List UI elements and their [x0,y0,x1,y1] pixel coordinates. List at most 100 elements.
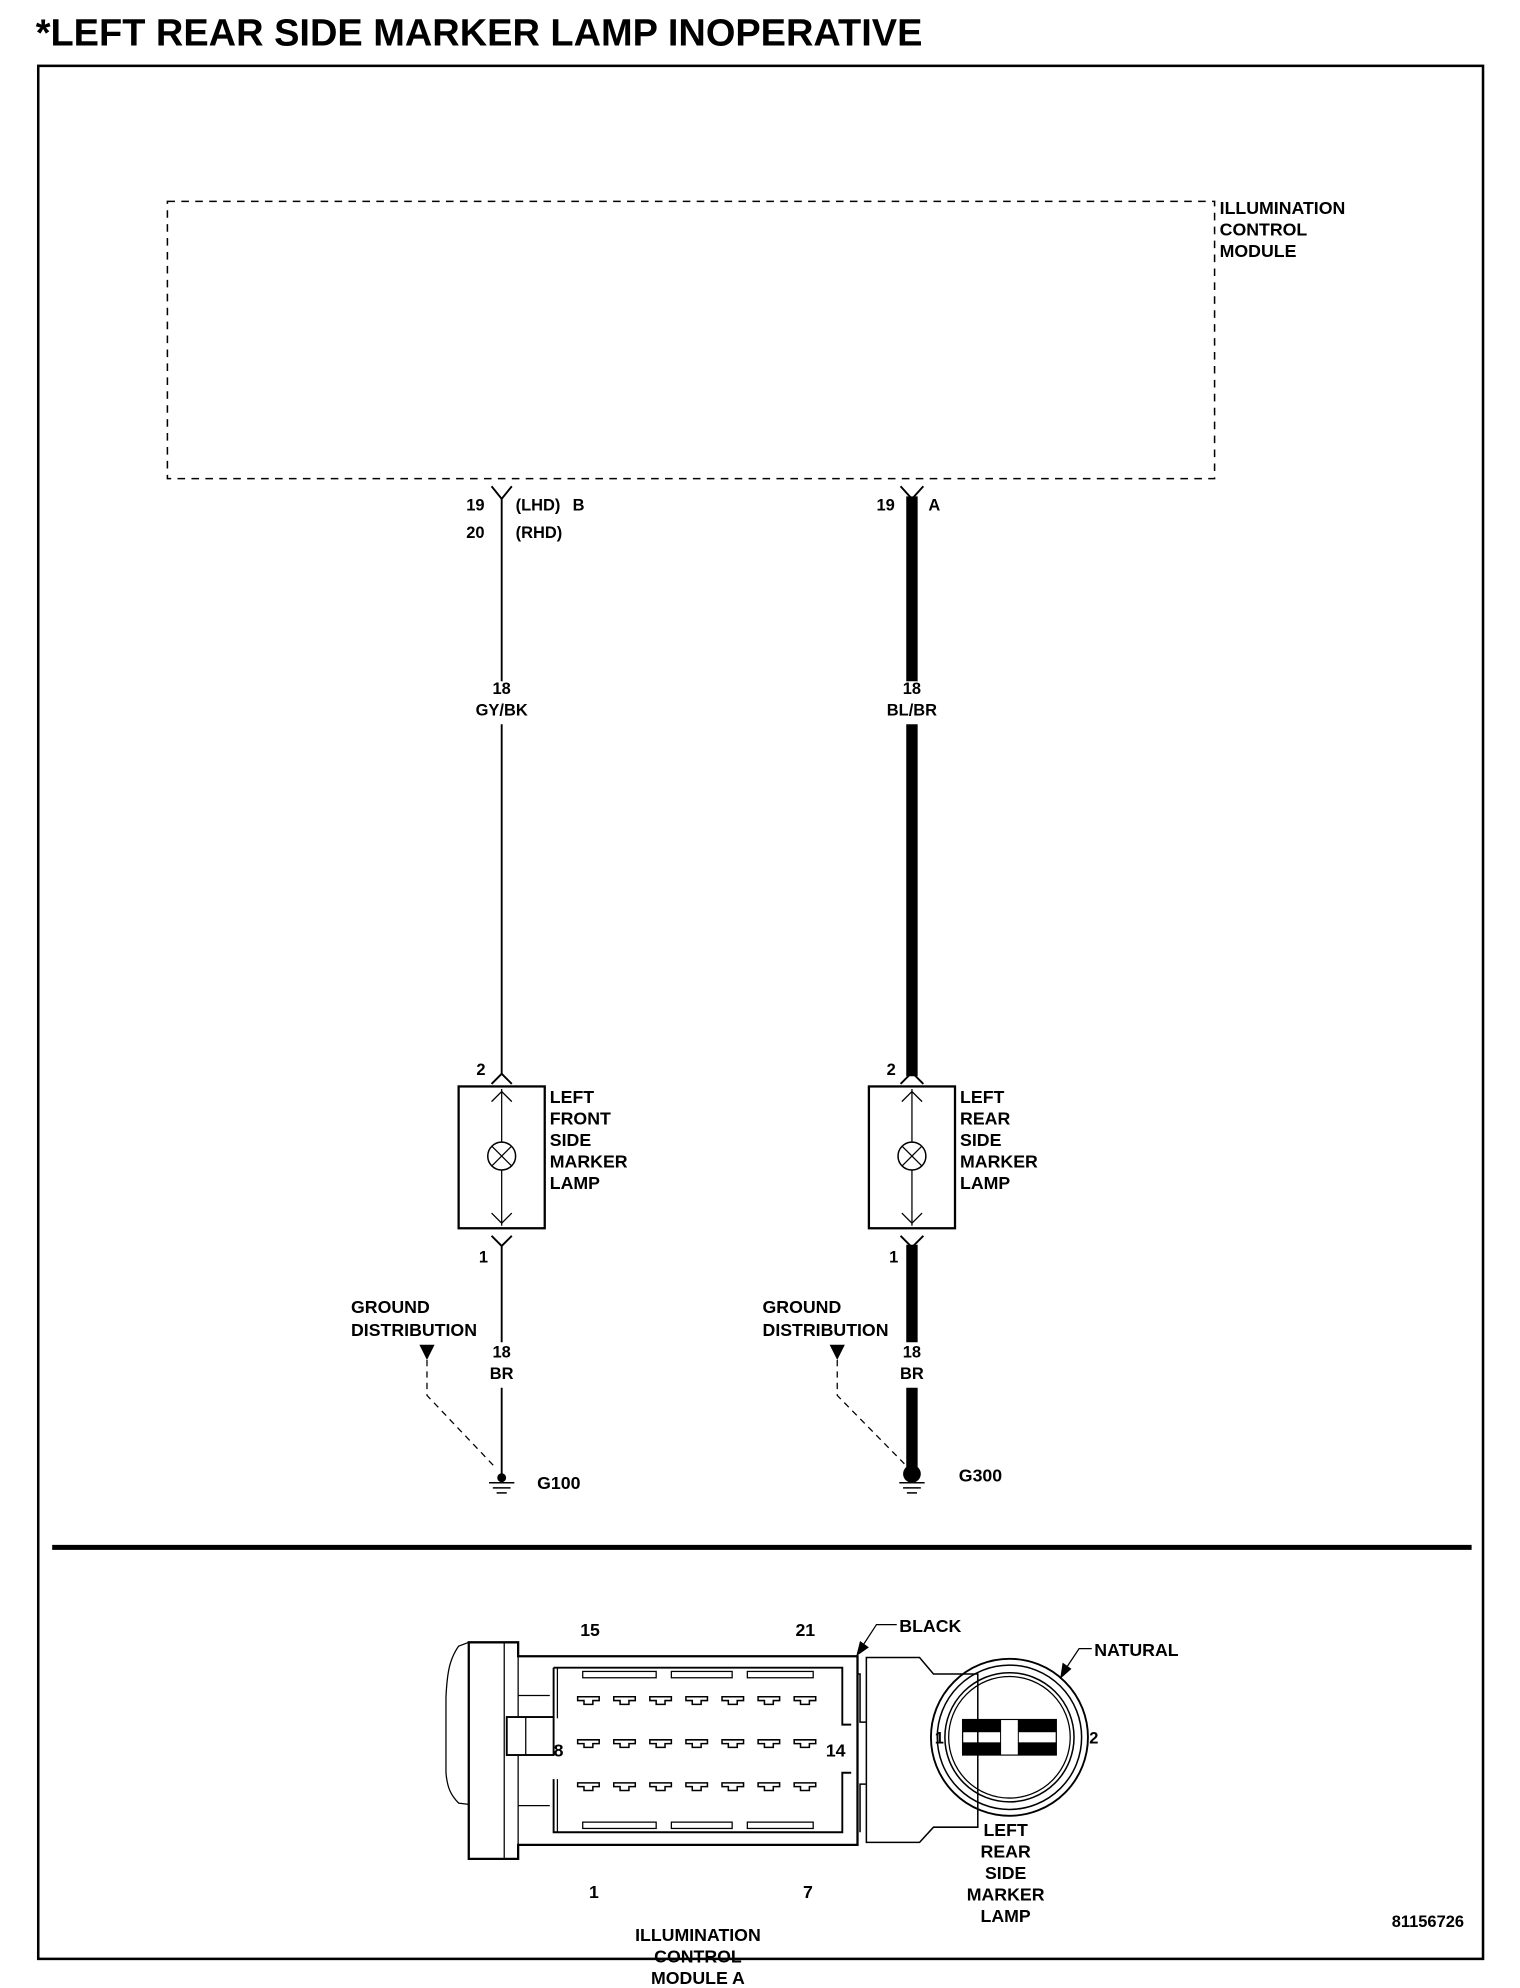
svg-text:LAMP: LAMP [981,1906,1031,1926]
terminal-cavity [721,1782,745,1792]
ground-wire-gauge: 18 [493,1343,511,1361]
svg-text:SIDE: SIDE [550,1130,592,1150]
terminal-cavity [793,1782,817,1792]
connector-rail-slot [746,1670,814,1679]
ground-distribution-arrow-icon [829,1344,845,1360]
terminal-cavity [757,1696,781,1706]
connector-rail-slot [670,1821,733,1830]
illumination-control-module-connector-view[interactable]: 15 15 21 8 14 1 7 BLACK ILLUMINATION CON… [445,1616,979,1988]
module-connector-b-symbol [490,485,513,501]
lamp-pin-top: 2 [887,1061,896,1079]
ground-symbol-icon [489,1473,515,1494]
svg-text:MARKER: MARKER [960,1151,1038,1171]
left-rear-lamp-label: LEFT REAR SIDE MARKER LAMP [960,1087,1038,1193]
module-pin-note-lhd: (LHD) [516,496,561,514]
terminal-cavity [685,1739,709,1749]
diagram-frame [36,64,1485,1961]
svg-text:ILLUMINATION: ILLUMINATION [635,1925,761,1945]
module-pin-note-rhd: (RHD) [516,524,563,542]
figure-id: 81156726 [1392,1913,1464,1931]
terminal-cavity [612,1782,637,1792]
ground-distribution-dashed-link [426,1359,498,1470]
module-connector-b-label: B [573,496,585,514]
terminal-cavity [793,1739,817,1749]
svg-text:MARKER: MARKER [967,1885,1045,1905]
circuit-left-rear: 19 A 18 BL/BR 2 LEFT REAR SIDE MARKER LA… [763,485,1038,1494]
terminal-cavity [576,1782,600,1792]
lamp-connector-name: LEFT REAR SIDE MARKER LAMP [967,1820,1045,1926]
ground-distribution-label: GROUND DISTRIBUTION [763,1297,889,1340]
ground-wire-color: BR [490,1365,514,1383]
lamp-terminal-arrow-bottom [901,1212,923,1225]
connector-rail-slot [746,1821,814,1830]
connector-ring-inner [948,1675,1071,1799]
svg-text:SIDE: SIDE [960,1130,1002,1150]
connector-cap-outline [445,1641,469,1806]
module-pin-19: 19 [466,496,484,514]
svg-text:LAMP: LAMP [550,1173,600,1193]
connector-rail-slot [582,1821,657,1830]
ground-wire-color: BR [900,1365,924,1383]
svg-text:LAMP: LAMP [960,1173,1010,1193]
svg-text:CONTROL: CONTROL [654,1947,742,1967]
lamp-connector-top-symbol [899,1071,925,1085]
wire-color-gy-bk: GY/BK [476,701,528,719]
lamp-pin-bottom: 1 [479,1248,488,1266]
connector-cavity-outline [552,1666,852,1834]
left-front-side-marker-lamp[interactable] [457,1085,546,1230]
svg-text:LEFT: LEFT [960,1087,1004,1107]
left-rear-side-marker-lamp-connector-view[interactable]: 1 2 NATURAL LEFT REAR SIDE MARKER LAMP [929,1640,1179,1926]
wire-color-bl-br: BL/BR [887,701,937,719]
terminal-cavity [576,1739,600,1749]
lamp-terminal-arrow-top [901,1090,923,1103]
callout-arrow-icon [856,1641,869,1657]
svg-text:GROUND: GROUND [351,1297,430,1317]
svg-text:CONTROL: CONTROL [1220,220,1308,240]
pin-label-15: 15 [580,1620,600,1640]
svg-text:DISTRIBUTION: DISTRIBUTION [763,1320,889,1340]
terminal-cavity [649,1696,673,1706]
left-rear-side-marker-lamp[interactable] [867,1085,957,1230]
svg-text:LEFT: LEFT [984,1820,1028,1840]
connector-rail-slot [582,1670,657,1679]
terminal-cavity [685,1782,709,1792]
pin-label-8: 8 [554,1740,564,1760]
illumination-control-module-box [166,200,1216,480]
ground-id-g100: G100 [537,1473,580,1493]
pin-label-14: 14 [826,1740,846,1760]
left-front-lamp-label: LEFT FRONT SIDE MARKER LAMP [550,1087,628,1193]
pin-label-7: 7 [803,1882,813,1902]
lamp-connector-pin-1: 1 [935,1730,944,1748]
module-connector-a-label: A [928,496,940,514]
terminal-cavity [612,1739,637,1749]
connector-ring [936,1664,1083,1811]
callout-arrow-icon [1060,1662,1072,1680]
connector-rail-slot [670,1670,733,1679]
ground-wire-gauge: 18 [903,1343,921,1361]
pin-label-1: 1 [589,1882,599,1902]
connector-terminals [576,1696,817,1792]
lamp-connector-pin-2: 2 [1089,1730,1098,1748]
ground-distribution-label: GROUND DISTRIBUTION [351,1297,477,1340]
terminal-cavity [757,1739,781,1749]
module-connector-name: ILLUMINATION CONTROL MODULE A [635,1925,761,1988]
ground-symbol-icon [899,1465,925,1494]
module-pin-19: 19 [876,496,894,514]
terminal-cavity [721,1696,745,1706]
connector-color-black: BLACK [899,1616,961,1636]
svg-text:REAR: REAR [960,1108,1010,1128]
lamp-pin-top: 2 [476,1061,485,1079]
terminal-cavity [576,1696,600,1706]
svg-text:ILLUMINATION: ILLUMINATION [1220,198,1346,218]
svg-text:REAR: REAR [981,1842,1031,1862]
ground-id-g300: G300 [959,1466,1002,1486]
bulb-icon [486,1141,517,1171]
terminal-cavity [649,1739,673,1749]
lamp-connector-bottom-symbol [490,1235,513,1248]
connector-color-natural: NATURAL [1094,1640,1178,1660]
svg-text:GROUND: GROUND [763,1297,842,1317]
lamp-terminal-arrow-top [491,1090,513,1103]
svg-text:FRONT: FRONT [550,1108,611,1128]
lamp-connector-terminals [961,1718,1057,1756]
